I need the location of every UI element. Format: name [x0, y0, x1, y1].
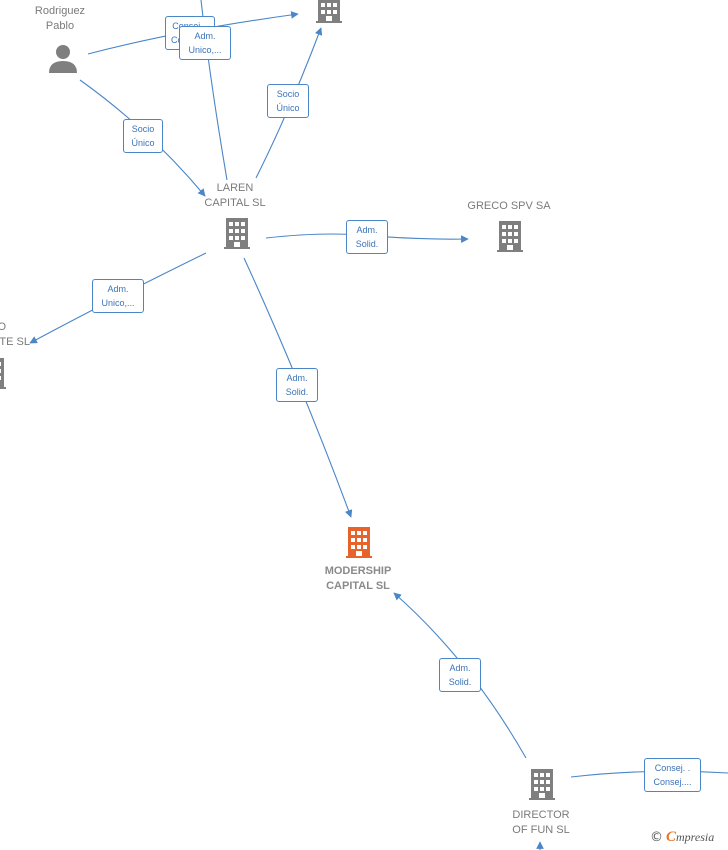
edge-label-adm-solid-director[interactable]: Adm. Solid. — [439, 658, 481, 692]
building-icon-laren — [224, 218, 250, 249]
building-icon-modership — [346, 527, 372, 558]
building-icon-director — [529, 769, 555, 800]
edge-label-socio-unico-right[interactable]: Socio Único — [267, 84, 309, 118]
building-icon-greco — [497, 221, 523, 252]
edge-label-consej-bottom[interactable]: Consej. . Consej.... — [644, 758, 701, 792]
edge-label-adm-unico-left[interactable]: Adm. Unico,... — [92, 279, 144, 313]
brand-name: mpresia — [676, 830, 715, 844]
node-label-rodriguez[interactable]: Rodriguez Pablo — [34, 5, 86, 32]
node-label-modership[interactable]: MODERSHIP CAPITAL SL — [324, 565, 392, 592]
node-label-greco[interactable]: GRECO SPV SA — [467, 200, 551, 212]
brand-initial: C — [666, 829, 677, 845]
building-icon-left — [0, 358, 6, 389]
brand-logo[interactable]: ©Cmpresia — [650, 829, 714, 846]
edge-label-adm-solid-greco[interactable]: Adm. Solid. — [346, 220, 388, 254]
edge-label-adm-solid-modership[interactable]: Adm. Solid. — [276, 368, 318, 402]
edge-label-adm-unico-top[interactable]: Adm. Unico,... — [179, 26, 231, 60]
node-label-laren[interactable]: LAREN CAPITAL SL — [204, 182, 266, 209]
building-icon-top — [316, 0, 342, 23]
person-icon — [49, 45, 77, 73]
copyright-icon: © — [650, 830, 663, 845]
node-label-director[interactable]: DIRECTOR OF FUN SL — [512, 809, 570, 836]
node-label-left-partial[interactable]: O TE SL — [0, 321, 30, 348]
edge-label-socio-unico-left[interactable]: Socio Único — [123, 119, 163, 153]
